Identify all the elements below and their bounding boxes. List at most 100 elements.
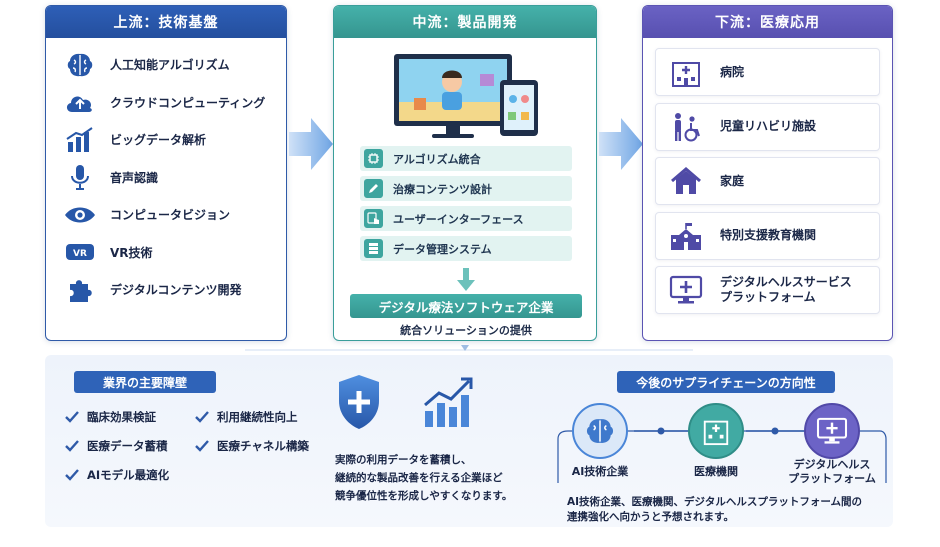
item-label: デジタルコンテンツ開発	[110, 283, 242, 298]
barriers-title: 業界の主要障壁	[74, 371, 216, 393]
bar-chart-icon	[62, 125, 98, 155]
barrier-label: AIモデル最適化	[87, 468, 170, 482]
list-item: デジタルヘルスサービスプラットフォーム	[655, 266, 880, 314]
divider-line	[245, 345, 693, 351]
brain-icon	[586, 419, 614, 443]
downstream-title: 下流：医療応用	[643, 6, 892, 38]
shield-icon	[339, 375, 379, 429]
item-label: 児童リハビリ施設	[720, 119, 817, 133]
list-item: 治療コンテンツ設計	[360, 176, 572, 201]
list-item: 人工知能アルゴリズム	[62, 46, 286, 84]
school-icon	[666, 216, 706, 256]
barrier-label: 医療データ蓄積	[87, 439, 168, 453]
growth-chart-icon	[424, 377, 473, 427]
home-icon	[666, 161, 706, 201]
item-label: クラウドコンピューティング	[110, 95, 266, 110]
item-label: VR技術	[110, 245, 153, 260]
upstream-panel: 上流：技術基盤 人工知能アルゴリズム クラウドコンピューティング ビッグデータ解…	[45, 5, 287, 341]
downstream-panel: 下流：医療応用 病院 児童リハビリ施設 家庭 特別支援教育機関	[642, 5, 893, 341]
check-icon	[195, 440, 209, 452]
item-label: アルゴリズム統合	[393, 152, 481, 166]
item-label: ユーザーインターフェース	[393, 212, 524, 226]
list-item: コンピュータビジョン	[62, 196, 286, 234]
future-title: 今後のサプライチェーンの方向性	[617, 371, 835, 393]
database-icon	[364, 239, 383, 258]
eye-icon	[62, 200, 98, 230]
barrier-item: 臨床効果検証	[65, 409, 156, 425]
item-label: 人工知能アルゴリズム	[110, 58, 230, 73]
check-icon	[65, 469, 79, 481]
barrier-label: 利用継続性向上	[217, 410, 298, 424]
svg-text:VR: VR	[73, 249, 87, 259]
list-item: デジタルコンテンツ開発	[62, 271, 286, 309]
list-item: ユーザーインターフェース	[360, 206, 572, 231]
check-icon	[65, 411, 79, 423]
list-item: 音声認識	[62, 159, 286, 197]
item-label: データ管理システム	[393, 242, 492, 256]
item-label: 特別支援教育機関	[720, 228, 817, 242]
barrier-item: 利用継続性向上	[195, 409, 298, 425]
list-item: クラウドコンピューティング	[62, 84, 286, 122]
monitor-tablet-illustration	[394, 54, 538, 138]
medical-institution-node	[688, 403, 744, 459]
pencil-icon	[364, 179, 383, 198]
hospital-icon	[666, 52, 706, 92]
cloud-upload-icon	[62, 87, 98, 117]
node-label: デジタルヘルスプラットフォーム	[788, 458, 876, 485]
barrier-item: AIモデル最適化	[65, 467, 169, 483]
wheelchair-icon	[666, 107, 706, 147]
puzzle-icon	[62, 275, 98, 305]
integrated-solution-label: 統合ソリューションの提供	[400, 324, 532, 337]
item-label: 家庭	[720, 173, 745, 188]
barrier-item: 医療データ蓄積	[65, 438, 168, 454]
list-item: 児童リハビリ施設	[655, 102, 880, 151]
hospital-icon	[703, 420, 729, 446]
flow-arrow-right	[599, 118, 643, 170]
node-label: 医療機関	[694, 465, 738, 478]
flow-arrow-right	[289, 118, 333, 170]
future-line: 連携強化へ向かうと予想されます。	[567, 511, 734, 523]
list-item: ビッグデータ解析	[62, 121, 286, 159]
insight-line: 実際の利用データを蓄積し、	[335, 454, 472, 466]
midstream-list: アルゴリズム統合 治療コンテンツ設計 ユーザーインターフェース データ管理システ…	[360, 146, 572, 266]
insight-line: 継続的な製品改善を行える企業ほど	[335, 472, 503, 484]
check-icon	[65, 440, 79, 452]
item-label: ビッグデータ解析	[110, 133, 207, 148]
bottom-section: 業界の主要障壁 臨床効果検証 利用継続性向上 医療データ蓄積 医療チャネル構築 …	[45, 355, 893, 527]
list-item: 病院	[655, 48, 880, 96]
digital-health-platform-node	[804, 403, 860, 459]
monitor-plus-icon	[816, 417, 848, 444]
item-label: 治療コンテンツ設計	[393, 182, 492, 196]
ai-company-node	[572, 403, 628, 459]
barrier-label: 医療チャネル構築	[217, 439, 309, 453]
future-line: AI技術企業、医療機関、デジタルヘルスプラットフォーム間の	[567, 496, 863, 508]
barrier-label: 臨床効果検証	[87, 410, 156, 424]
list-item: データ管理システム	[360, 236, 572, 261]
microphone-icon	[62, 162, 98, 192]
item-label: 病院	[720, 64, 745, 79]
upstream-list: 人工知能アルゴリズム クラウドコンピューティング ビッグデータ解析 音声認識 コ…	[46, 38, 286, 309]
midstream-panel: 中流：製品開発 アルゴリズム統合 治療コンテンツ設計	[333, 5, 597, 341]
down-arrow	[457, 268, 475, 291]
future-text: AI技術企業、医療機関、デジタルヘルスプラットフォーム間の 連携強化へ向かうと予…	[567, 495, 887, 525]
vr-headset-icon: VR	[62, 237, 98, 267]
item-label: コンピュータビジョン	[110, 208, 231, 223]
chip-icon	[364, 149, 383, 168]
software-company-banner: デジタル療法ソフトウェア企業	[350, 294, 582, 318]
list-item: 家庭	[655, 157, 880, 205]
list-item: 特別支援教育機関	[655, 211, 880, 260]
touch-icon	[364, 209, 383, 228]
midstream-title: 中流：製品開発	[334, 6, 596, 38]
check-icon	[195, 411, 209, 423]
item-label: デジタルヘルスサービスプラットフォーム	[720, 275, 852, 304]
list-item: アルゴリズム統合	[360, 146, 572, 171]
barrier-item: 医療チャネル構築	[195, 438, 309, 454]
insight-text: 実際の利用データを蓄積し、 継続的な製品改善を行える企業ほど 競争優位性を形成し…	[335, 451, 555, 505]
insight-line: 競争優位性を形成しやすくなります。	[335, 490, 513, 502]
list-item: VR VR技術	[62, 234, 286, 272]
node-label: AI技術企業	[571, 465, 629, 478]
downstream-list: 病院 児童リハビリ施設 家庭 特別支援教育機関 デジタルヘルスサービスプラットフ…	[643, 38, 892, 314]
monitor-plus-icon	[666, 270, 706, 310]
item-label: 音声認識	[110, 170, 159, 185]
brain-icon	[62, 50, 98, 80]
